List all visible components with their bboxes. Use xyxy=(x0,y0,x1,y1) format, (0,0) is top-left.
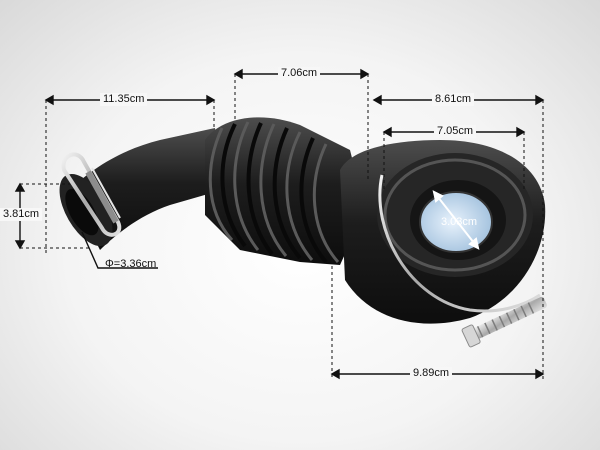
dim-left-length-label: 11.35cm xyxy=(100,93,148,106)
dim-bellows-length-label: 7.06cm xyxy=(278,67,321,80)
dim-inner-diameter-label: 3.03cm xyxy=(441,216,478,228)
outlet-band-clamp xyxy=(378,174,547,348)
dim-bottom-length-label: 9.89cm xyxy=(410,367,453,380)
dim-outer-width-label: 8.61cm xyxy=(432,93,475,106)
outlet-body xyxy=(340,140,546,324)
inlet-clamp xyxy=(61,152,122,237)
dim-inlet-height-label: 3.81cm xyxy=(0,208,43,221)
bellows-section xyxy=(205,117,365,266)
inlet-tube xyxy=(59,128,222,250)
dim-inlet-diameter-label: Φ=3.36cm xyxy=(105,258,157,270)
dim-inner-width-label: 7.05cm xyxy=(434,125,477,138)
inner-diameter-arrow xyxy=(432,190,480,250)
